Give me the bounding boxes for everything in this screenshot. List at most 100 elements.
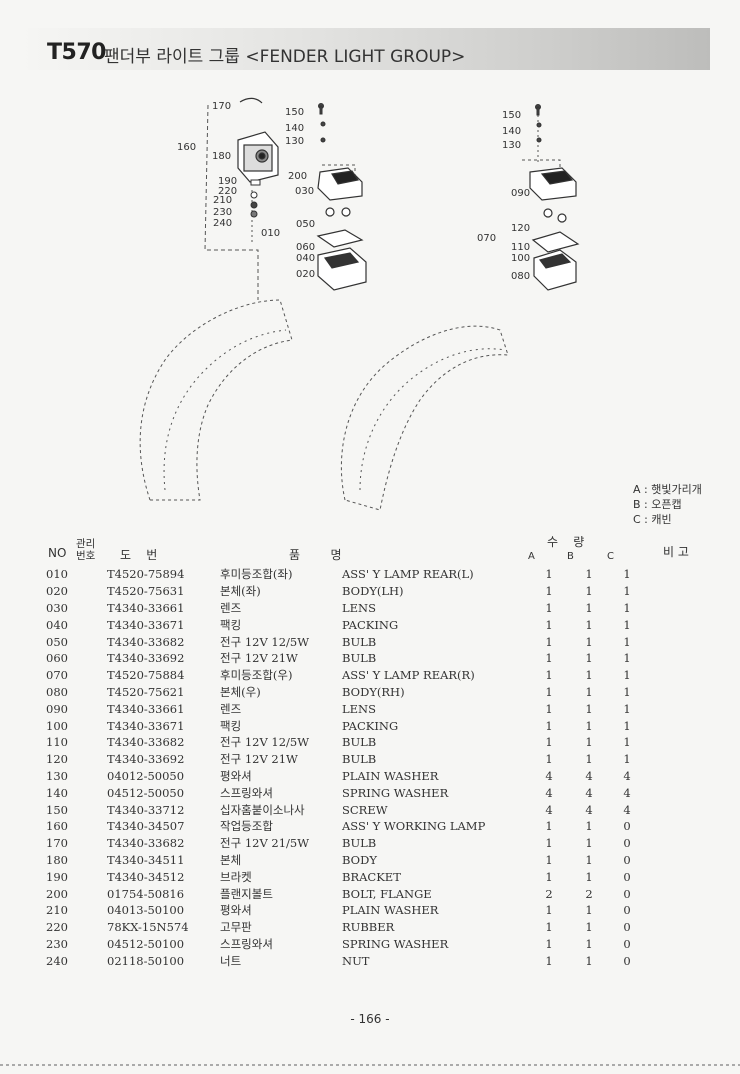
row-no: 170 [46, 836, 68, 851]
row-part-number: T4520-75884 [107, 668, 185, 683]
row-no: 230 [46, 936, 68, 951]
row-name-kr: 스프링와셔 [220, 936, 273, 951]
row-no: 220 [46, 920, 68, 935]
row-qty-a: 4 [545, 768, 553, 783]
callout-030: 030 [295, 186, 314, 197]
row-qty-b: 4 [585, 768, 593, 783]
callout-230: 230 [213, 207, 232, 218]
row-qty-b: 1 [585, 617, 593, 632]
row-qty-b: 1 [585, 936, 593, 951]
row-qty-a: 1 [545, 701, 553, 716]
row-qty-b: 1 [585, 668, 593, 683]
row-qty-c: 1 [623, 634, 631, 649]
row-qty-c: 0 [623, 819, 631, 834]
row-qty-c: 0 [623, 869, 631, 884]
row-no: 040 [46, 617, 68, 632]
row-part-number: T4340-34507 [107, 819, 185, 834]
hardware-left [250, 103, 542, 218]
row-name-kr: 십자홈붙이소나사 [220, 802, 305, 817]
row-qty-c: 1 [623, 701, 631, 716]
row-qty-c: 1 [623, 617, 631, 632]
row-part-number: T4340-33712 [107, 802, 185, 817]
row-qty-a: 1 [545, 567, 553, 582]
row-name-en: NUT [342, 953, 370, 968]
row-qty-a: 1 [545, 869, 553, 884]
row-qty-c: 1 [623, 735, 631, 750]
callout-200: 200 [288, 171, 307, 182]
row-qty-b: 1 [585, 903, 593, 918]
row-name-kr: 너트 [220, 953, 242, 968]
row-part-number: 04013-50100 [107, 903, 185, 918]
row-part-number: 01754-50816 [107, 886, 185, 901]
row-name-en: LENS [342, 600, 376, 615]
row-qty-b: 1 [585, 718, 593, 733]
row-qty-a: 1 [545, 752, 553, 767]
row-part-number: T4340-33682 [107, 634, 185, 649]
row-qty-a: 1 [545, 634, 553, 649]
callout-r140: 140 [502, 126, 521, 137]
row-qty-c: 1 [623, 584, 631, 599]
row-part-number: 04512-50100 [107, 936, 185, 951]
row-qty-a: 1 [545, 617, 553, 632]
row-qty-b: 1 [585, 852, 593, 867]
row-no: 020 [46, 584, 68, 599]
right-fender-outline [340, 325, 509, 511]
row-qty-c: 0 [623, 936, 631, 951]
callout-170: 170 [212, 101, 231, 112]
row-no: 180 [46, 852, 68, 867]
row-qty-a: 1 [545, 836, 553, 851]
row-qty-b: 1 [585, 584, 593, 599]
callout-220: 220 [218, 186, 237, 197]
row-name-en: SPRING WASHER [342, 785, 449, 800]
row-name-kr: 후미등조합(우) [220, 668, 293, 683]
row-name-kr: 렌즈 [220, 701, 242, 716]
row-part-number: T4340-34512 [107, 869, 185, 884]
callouts-left: 170 150 140 130 160 180 190 220 210 230 … [177, 101, 315, 280]
row-no: 200 [46, 886, 68, 901]
row-no: 070 [46, 668, 68, 683]
row-name-en: BOLT, FLANGE [342, 886, 432, 901]
legend-c: C : 캐빈 [633, 513, 672, 526]
header-qty-b: B [567, 551, 574, 562]
row-qty-a: 1 [545, 920, 553, 935]
row-qty-c: 4 [623, 802, 631, 817]
callouts-right: 150 140 130 090 070 120 110 100 080 [477, 110, 530, 282]
row-no: 110 [46, 735, 68, 750]
row-name-kr: 고무판 [220, 920, 252, 935]
row-qty-a: 4 [545, 802, 553, 817]
row-qty-a: 1 [545, 584, 553, 599]
row-part-number: T4340-33682 [107, 735, 185, 750]
header-remark: 비 고 [663, 545, 689, 559]
row-no: 030 [46, 600, 68, 615]
row-part-number: T4340-34511 [107, 852, 185, 867]
row-name-en: RUBBER [342, 920, 395, 935]
row-no: 240 [46, 953, 68, 968]
row-name-kr: 본체 [220, 852, 242, 867]
row-name-en: BODY(RH) [342, 684, 405, 699]
row-no: 080 [46, 684, 68, 699]
row-name-en: BODY(LH) [342, 584, 404, 599]
row-no: 160 [46, 819, 68, 834]
callout-110: 110 [511, 242, 530, 253]
row-name-en: SCREW [342, 802, 388, 817]
header-qty-a: A [528, 551, 535, 562]
callout-r150: 150 [502, 110, 521, 121]
row-qty-c: 1 [623, 684, 631, 699]
row-qty-a: 1 [545, 953, 553, 968]
row-part-number: 04512-50050 [107, 785, 185, 800]
row-name-en: SPRING WASHER [342, 936, 449, 951]
row-qty-a: 1 [545, 735, 553, 750]
row-qty-b: 1 [585, 701, 593, 716]
